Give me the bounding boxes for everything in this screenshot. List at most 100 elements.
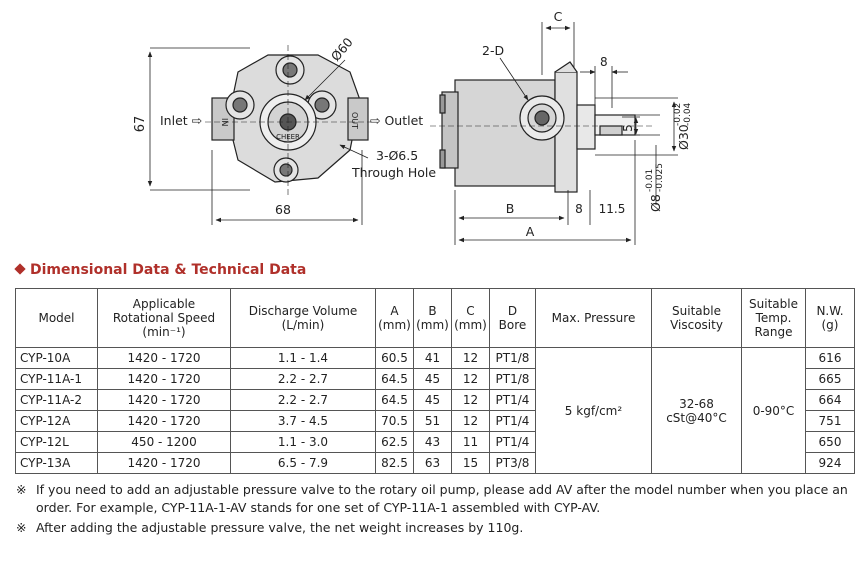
cell-d: PT1/8 — [489, 347, 536, 369]
inlet-label: Inlet ⇨ — [160, 113, 203, 128]
phi8-tol-lower: -0.025 — [655, 163, 665, 192]
side-view — [430, 22, 678, 245]
phi30-tol-upper: -0.02 — [673, 103, 683, 126]
cell-c: 12 — [451, 347, 490, 369]
cell-model: CYP-10A — [15, 347, 98, 369]
notes: ※ If you need to add an adjustable press… — [16, 481, 851, 539]
cell-c: 15 — [451, 452, 490, 474]
cell-b: 41 — [413, 347, 452, 369]
dim-8-top-label: 8 — [600, 55, 608, 69]
cell-a: 70.5 — [375, 410, 414, 432]
cell-speed: 1420 - 1720 — [97, 347, 231, 369]
note-text: After adding the adjustable pressure val… — [36, 520, 524, 535]
cell-c: 12 — [451, 368, 490, 390]
hole-label: 3-Ø6.5 — [376, 148, 418, 163]
cell-nw: 664 — [805, 389, 855, 411]
note-text: If you need to add an adjustable pressur… — [36, 482, 848, 515]
cell-nw: 616 — [805, 347, 855, 369]
reference-mark-icon: ※ — [16, 482, 27, 497]
table-row: CYP-10A 1420 - 1720 1.1 - 1.4 60.5 41 12… — [15, 347, 855, 474]
dim-8-bottom-label: 8 — [575, 202, 583, 216]
cell-model: CYP-11A-1 — [15, 368, 98, 390]
note-item: ※ After adding the adjustable pressure v… — [16, 519, 851, 537]
cell-a: 64.5 — [375, 368, 414, 390]
section-title-text: Dimensional Data & Technical Data — [30, 262, 307, 278]
dim-width-label: 68 — [275, 202, 291, 217]
outlet-label: ⇨ Outlet — [370, 113, 423, 128]
dim-a-label: A — [526, 224, 535, 239]
cell-model: CYP-12A — [15, 410, 98, 432]
phi30-tol-lower: -0.04 — [683, 102, 693, 126]
cell-b: 51 — [413, 410, 452, 432]
cell-d: PT1/4 — [489, 389, 536, 411]
dim-11-5-label: 11.5 — [599, 202, 626, 216]
cell-a: 60.5 — [375, 347, 414, 369]
col-b: B(mm) — [413, 288, 452, 348]
cell-c: 12 — [451, 410, 490, 432]
out-port-label: OUT — [350, 112, 359, 129]
col-model: Model — [15, 288, 98, 348]
cell-nw: 751 — [805, 410, 855, 432]
cell-d: PT1/4 — [489, 410, 536, 432]
cell-speed: 1420 - 1720 — [97, 452, 231, 474]
cell-discharge: 3.7 - 4.5 — [230, 410, 376, 432]
cell-speed: 1420 - 1720 — [97, 410, 231, 432]
cell-a: 64.5 — [375, 389, 414, 411]
hole-label-2: Through Hole — [351, 165, 436, 180]
cell-speed: 1420 - 1720 — [97, 368, 231, 390]
cell-speed: 450 - 1200 — [97, 431, 231, 453]
brand-logo-text: CHEER — [276, 133, 300, 141]
phi8-label: Ø8 — [648, 194, 663, 212]
col-pressure: Max. Pressure — [535, 288, 652, 348]
cell-speed: 1420 - 1720 — [97, 389, 231, 411]
pump-drawing: 67 Inlet ⇨ ⇨ Outlet IN OUT CHEER Ø60 3-Ø… — [133, 9, 693, 245]
col-c: C(mm) — [451, 288, 490, 348]
section-title: Dimensional Data & Technical Data — [14, 262, 307, 278]
in-port-label: IN — [220, 118, 229, 126]
cell-nw: 665 — [805, 368, 855, 390]
table-row: CYP-13A 1420 - 1720 6.5 - 7.9 82.5 63 15… — [15, 452, 855, 474]
reference-mark-icon: ※ — [16, 520, 27, 535]
cell-b: 45 — [413, 368, 452, 390]
cell-d: PT1/4 — [489, 431, 536, 453]
dim-5-label: 5 — [621, 124, 635, 132]
cell-model: CYP-13A — [15, 452, 98, 474]
phi8-tol-upper: -0.01 — [645, 169, 655, 192]
cell-model: CYP-11A-2 — [15, 389, 98, 411]
phi60-label: Ø60 — [328, 35, 356, 64]
cell-c: 11 — [451, 431, 490, 453]
cell-a: 62.5 — [375, 431, 414, 453]
cell-discharge: 6.5 - 7.9 — [230, 452, 376, 474]
col-nw: N.W.(g) — [805, 288, 855, 348]
phi30-label: Ø30 — [676, 124, 691, 150]
cell-pressure: 5 kgf/cm² — [535, 347, 652, 474]
port-2d-label: 2-D — [482, 43, 504, 58]
cell-discharge: 2.2 - 2.7 — [230, 389, 376, 411]
table-row: CYP-11A-2 1420 - 1720 2.2 - 2.7 64.5 45 … — [15, 389, 855, 411]
cell-discharge: 1.1 - 3.0 — [230, 431, 376, 453]
dim-b-label: B — [506, 201, 515, 216]
col-a: A(mm) — [375, 288, 414, 348]
cell-nw: 924 — [805, 452, 855, 474]
cell-d: PT3/8 — [489, 452, 536, 474]
table-row: CYP-12A 1420 - 1720 3.7 - 4.5 70.5 51 12… — [15, 410, 855, 432]
cell-b: 45 — [413, 389, 452, 411]
cell-c: 12 — [451, 389, 490, 411]
col-discharge: Discharge Volume(L/min) — [230, 288, 376, 348]
cell-model: CYP-12L — [15, 431, 98, 453]
diamond-icon — [14, 263, 26, 275]
table-row: CYP-11A-1 1420 - 1720 2.2 - 2.7 64.5 45 … — [15, 368, 855, 390]
note-item: ※ If you need to add an adjustable press… — [16, 481, 851, 517]
front-view — [147, 45, 372, 225]
cell-discharge: 1.1 - 1.4 — [230, 347, 376, 369]
cell-nw: 650 — [805, 431, 855, 453]
cell-a: 82.5 — [375, 452, 414, 474]
cell-d: PT1/8 — [489, 368, 536, 390]
